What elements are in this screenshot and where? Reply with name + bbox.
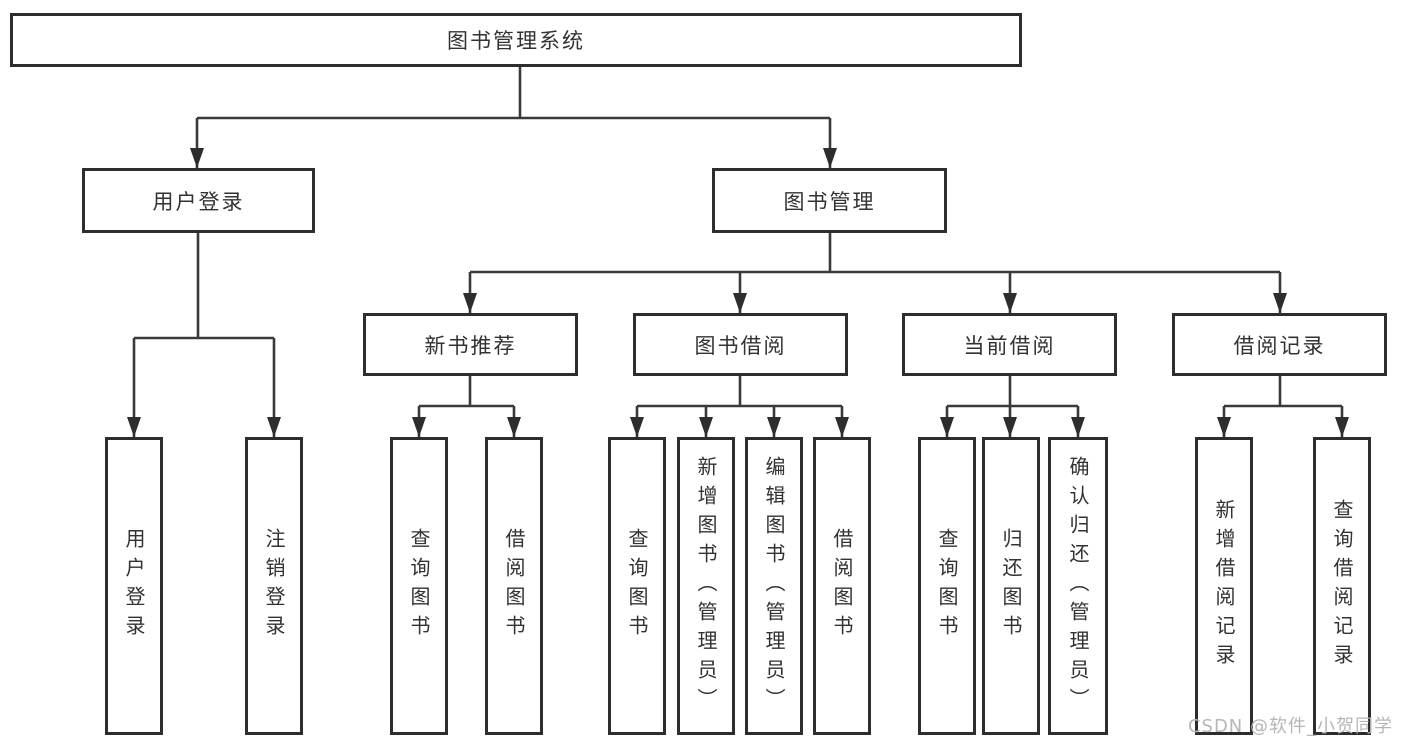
node-borrow-records: 借阅记录 (1172, 313, 1387, 376)
leaf-edit-book-admin: 编辑图书（管理员） (745, 437, 803, 735)
leaf-return-book: 归还图书 (982, 437, 1040, 735)
node-new-book-recommendation: 新书推荐 (363, 313, 578, 376)
node-current-borrowing: 当前借阅 (902, 313, 1117, 376)
leaf-logout: 注销登录 (245, 437, 303, 735)
leaf-borrow-books-recommend: 借阅图书 (485, 437, 543, 735)
arrowheads (127, 148, 1349, 437)
leaf-add-borrow-record: 新增借阅记录 (1195, 437, 1253, 735)
node-book-borrowing: 图书借阅 (633, 313, 848, 376)
node-library-system: 图书管理系统 (10, 13, 1022, 67)
leaf-query-borrow-record: 查询借阅记录 (1313, 437, 1371, 735)
node-book-management: 图书管理 (712, 168, 947, 233)
leaf-add-book-admin: 新增图书（管理员） (677, 437, 735, 735)
leaf-query-books-borrowing: 查询图书 (608, 437, 666, 735)
leaf-query-books-current: 查询图书 (918, 437, 976, 735)
tree-edges (132, 67, 1344, 437)
leaf-user-login: 用户登录 (105, 437, 163, 735)
node-user-login-branch: 用户登录 (82, 168, 315, 233)
leaf-query-books-recommend: 查询图书 (390, 437, 448, 735)
watermark-text: CSDN @软件_小贺同学 (1187, 716, 1393, 737)
leaf-confirm-return-admin: 确认归还（管理员） (1048, 437, 1108, 735)
leaf-borrow-books-borrowing: 借阅图书 (813, 437, 871, 735)
